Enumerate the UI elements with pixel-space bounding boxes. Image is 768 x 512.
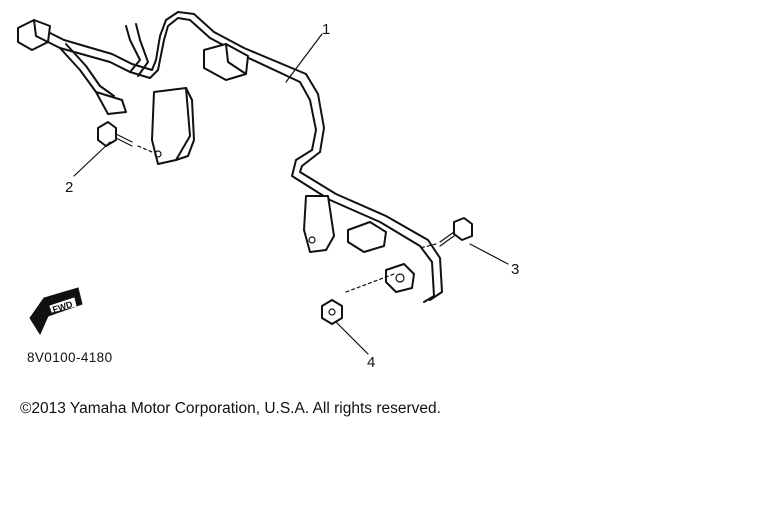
fwd-label-layer: FWD xyxy=(51,299,74,315)
bolt-2 xyxy=(97,121,133,147)
bolt-3 xyxy=(439,217,473,247)
frame-pipe xyxy=(17,11,443,303)
nut-4 xyxy=(321,299,343,325)
callout-part-1: 1 xyxy=(322,21,331,38)
fwd-label: FWD xyxy=(51,299,74,315)
copyright-notice: ©2013 Yamaha Motor Corporation, U.S.A. A… xyxy=(20,400,441,417)
callout-part-2: 2 xyxy=(65,179,74,196)
leader-lines xyxy=(73,33,509,355)
fwd-arrow-icon xyxy=(29,287,83,336)
callout-part-3: 3 xyxy=(511,261,520,278)
drawing-code: 8V0100-4180 xyxy=(27,350,113,365)
callout-part-4: 4 xyxy=(367,354,376,371)
